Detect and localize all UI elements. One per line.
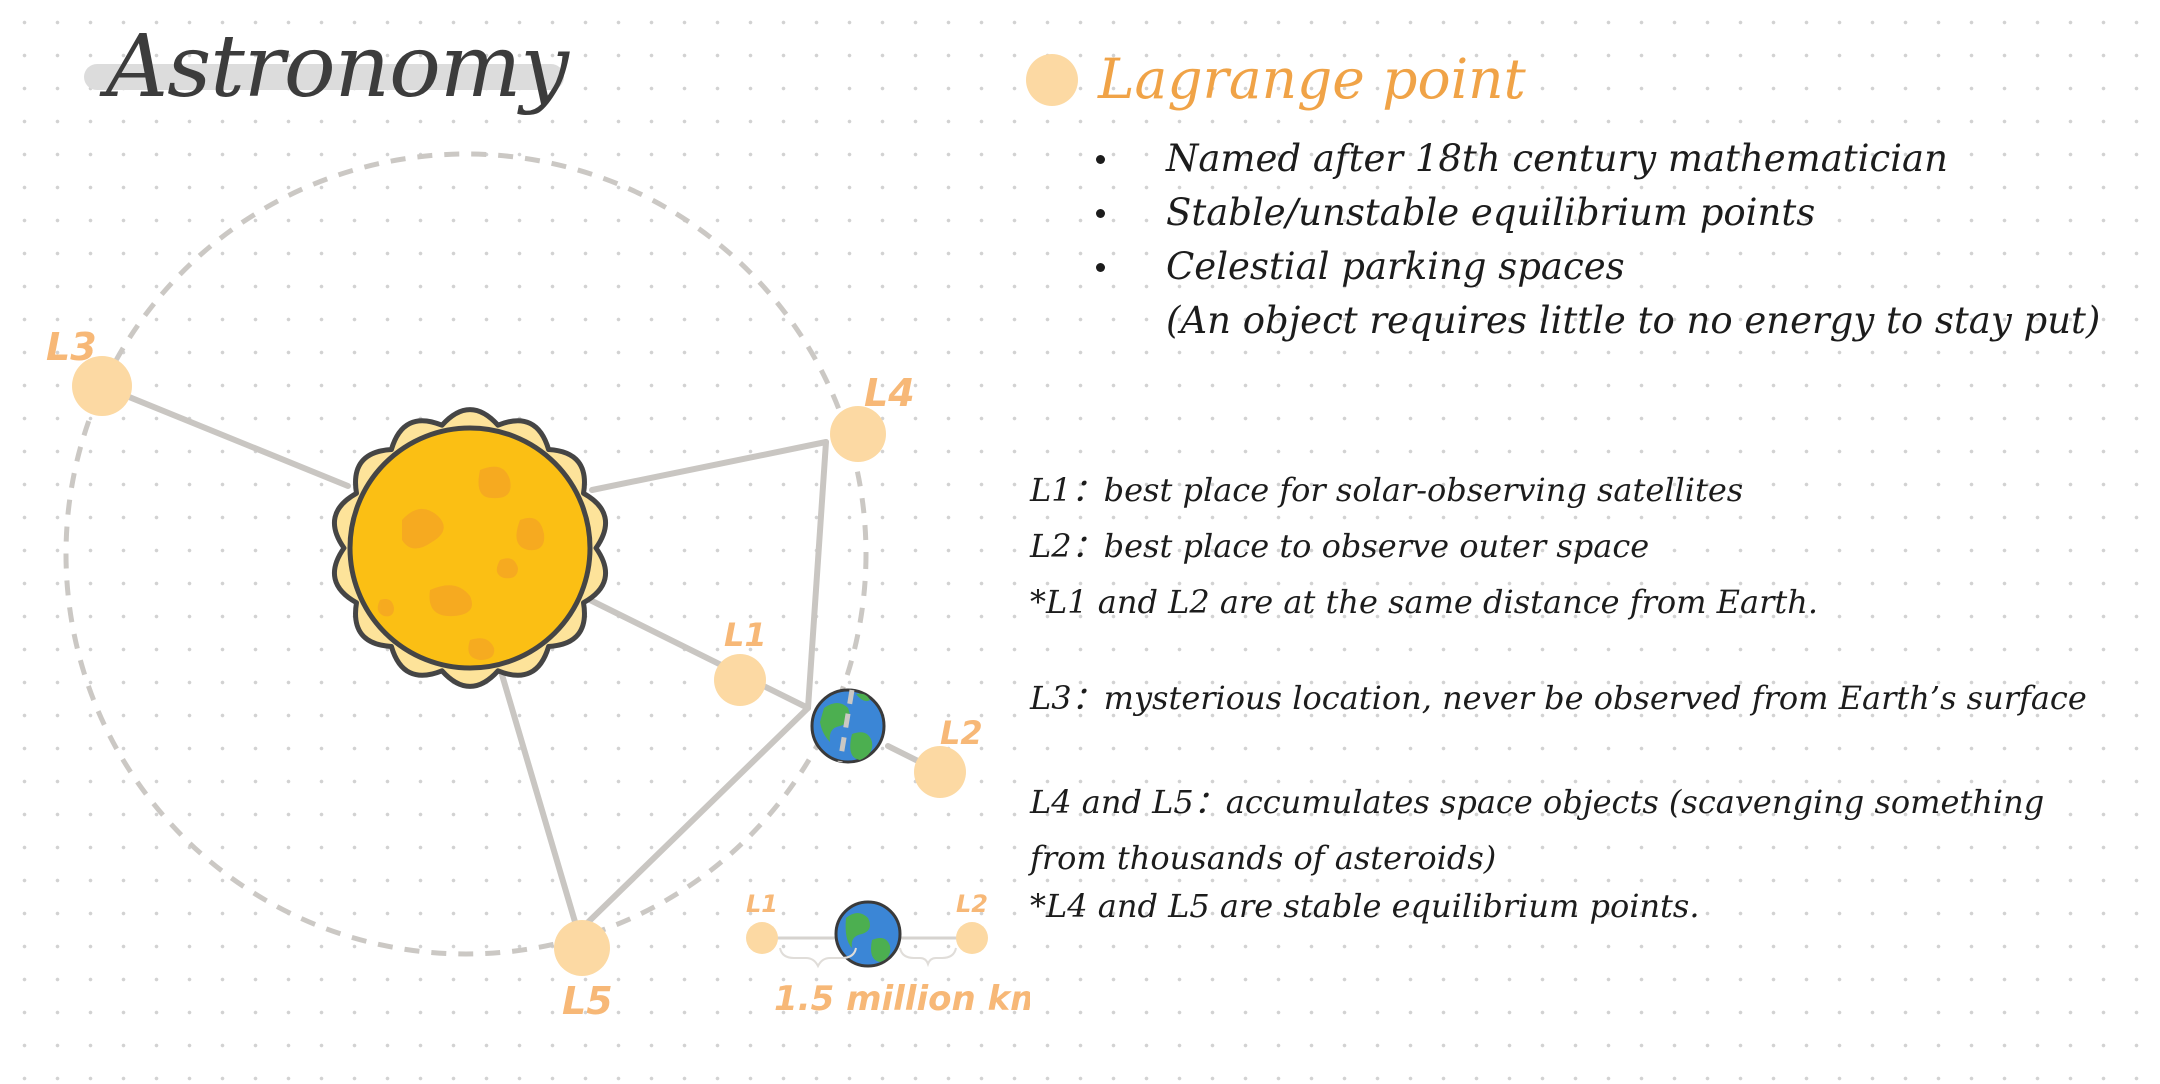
orbit-overlay-on-earth [837, 689, 855, 763]
note-l2: L2：best place to observe outer space [1030, 527, 1650, 565]
inset-l1-label: L1 [746, 890, 778, 918]
l1-point [714, 654, 766, 706]
bullet-text: Named after 18th century mathematician [1166, 137, 1948, 180]
inset-l2-label: L2 [956, 890, 988, 918]
note-l1: L1：best place for solar-observing satell… [1030, 471, 1744, 509]
list-item: Named after 18th century mathematician [1094, 132, 2154, 186]
bullet-dot-icon [1096, 155, 1105, 164]
lagrange-diagram: L3 L4 L1 L2 L5 L1 L2 1.5 million km [46, 151, 1030, 1023]
l3-label: L3 [46, 325, 97, 369]
section-heading: Lagrange point [1098, 47, 1526, 111]
l1-label: L1 [724, 616, 767, 654]
note-l4-l5: L4 and L5：accumulates space objects (sca… [1030, 783, 2045, 821]
line-sun-earth [583, 595, 811, 711]
inset-distance-label: 1.5 million km [774, 979, 1030, 1019]
earth-orbit [63, 151, 869, 957]
l2-point [914, 746, 966, 798]
line-sun-l5 [497, 665, 581, 935]
note-l4-l5-stable: *L4 and L5 are stable equilibrium points… [1030, 887, 1700, 925]
heading-bullet-dot [1026, 54, 1078, 106]
l3-point [72, 356, 132, 416]
page-title: Astronomy [106, 17, 569, 117]
inset-l1-point [746, 922, 778, 954]
list-item-continuation: (An object requires little to no energy … [1094, 294, 2154, 348]
bullet-continuation-text: (An object requires little to no energy … [1166, 299, 2101, 342]
bullet-dot-icon [1096, 209, 1105, 218]
l2-label: L2 [940, 714, 983, 752]
title-highlight [84, 64, 564, 90]
inset-brace-left [779, 947, 857, 969]
list-item: Celestial parking spaces [1094, 240, 2154, 294]
bullet-list: Named after 18th century mathematician S… [1094, 132, 2154, 348]
l5-label: L5 [562, 979, 613, 1023]
sun-spots [377, 466, 545, 660]
bullet-dot-icon [1096, 263, 1105, 272]
line-sun-l4 [589, 439, 829, 493]
title-block: Astronomy [84, 14, 569, 124]
connection-lines [99, 383, 943, 935]
line-sun-l3 [99, 383, 351, 489]
l4-point [830, 406, 886, 462]
inset-earth-icon [834, 900, 902, 968]
note-l3: L3：mysterious location, never be observe… [1030, 679, 2087, 717]
l4-label: L4 [864, 371, 915, 415]
note-l4-l5-continued: from thousands of asteroids) [1030, 839, 1497, 877]
line-l5-earth [575, 705, 811, 935]
list-item: Stable/unstable equilibrium points [1094, 186, 2154, 240]
sun-icon [332, 407, 608, 689]
bullet-text: Celestial parking spaces [1166, 245, 1625, 288]
note-l1-l2: *L1 and L2 are at the same distance from… [1030, 583, 1819, 621]
bullet-text: Stable/unstable equilibrium points [1166, 191, 1816, 234]
inset-brace-right [899, 947, 957, 968]
l5-point [554, 920, 610, 976]
sun-disc [347, 425, 593, 671]
inset-l2-point [956, 922, 988, 954]
line-l4-earth [805, 439, 829, 711]
lagrange-points [72, 356, 966, 976]
distance-inset: L1 L2 1.5 million km [746, 890, 1030, 1019]
